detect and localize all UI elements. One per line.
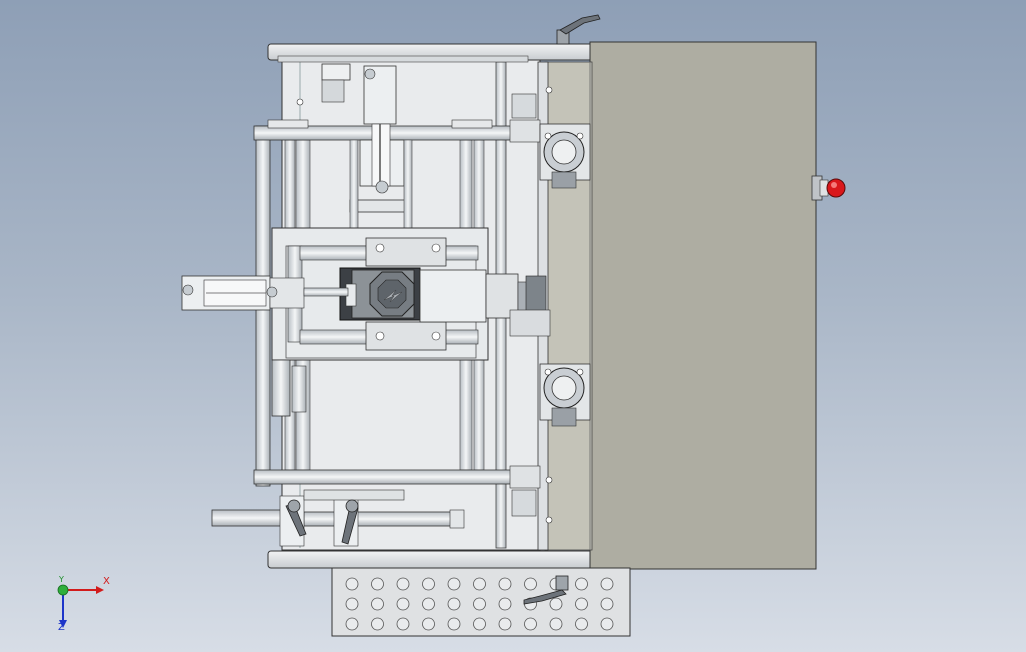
tray-hole <box>422 617 435 631</box>
tray-hole <box>345 577 359 591</box>
tray-hole <box>447 577 461 591</box>
tray-hole <box>396 597 410 611</box>
left-roller <box>271 359 307 417</box>
tray-hole <box>549 597 563 611</box>
tray-hole <box>371 597 384 611</box>
tray-hole <box>345 617 359 631</box>
tray-hole <box>473 597 486 611</box>
tray-hole <box>396 617 410 631</box>
tray-hole <box>422 577 435 591</box>
tray-hole <box>498 597 512 611</box>
tray-hole <box>447 617 461 631</box>
clamp-lever-right[interactable] <box>341 499 359 545</box>
tray-hole <box>371 577 384 591</box>
x-axis-label: X <box>103 576 110 587</box>
lower-bearing-block <box>511 363 591 517</box>
tray-hole <box>422 597 435 611</box>
tray-hole <box>396 577 410 591</box>
clamp-lever-left[interactable] <box>285 499 307 537</box>
electrical-enclosure <box>544 41 817 570</box>
tray-hole <box>549 617 563 631</box>
tray-hole <box>345 597 359 611</box>
top-lever-handle[interactable] <box>556 14 601 45</box>
emergency-stop-button[interactable] <box>811 175 846 201</box>
lower-cross-rail <box>253 465 541 489</box>
upper-cross-rail <box>253 119 541 143</box>
spindle-motor <box>339 267 551 337</box>
upper-cylinder <box>296 63 411 213</box>
tray-hole <box>371 617 384 631</box>
tray-hole <box>473 617 486 631</box>
tray-hole <box>498 617 512 631</box>
tray-hole <box>447 597 461 611</box>
tray-hole <box>498 577 512 591</box>
tray-hole <box>473 577 486 591</box>
bottom-plate <box>267 550 631 569</box>
perforated-tray <box>331 567 631 637</box>
tray-hole <box>600 597 614 611</box>
tray-hole <box>575 577 588 591</box>
tray-hole <box>524 617 537 631</box>
upper-bearing-block <box>511 93 591 189</box>
tray-hole <box>600 617 614 631</box>
coordinate-triad <box>57 584 104 628</box>
tray-hole <box>575 617 588 631</box>
tray-hole <box>575 597 588 611</box>
y-axis-label: Y <box>59 575 64 584</box>
left-horizontal-cylinder <box>181 275 349 311</box>
tray-hole <box>600 577 614 591</box>
tray-hole <box>524 577 537 591</box>
tray-lever-handle[interactable] <box>523 575 569 605</box>
top-plate <box>267 43 631 63</box>
z-axis-label: Z <box>58 622 65 633</box>
